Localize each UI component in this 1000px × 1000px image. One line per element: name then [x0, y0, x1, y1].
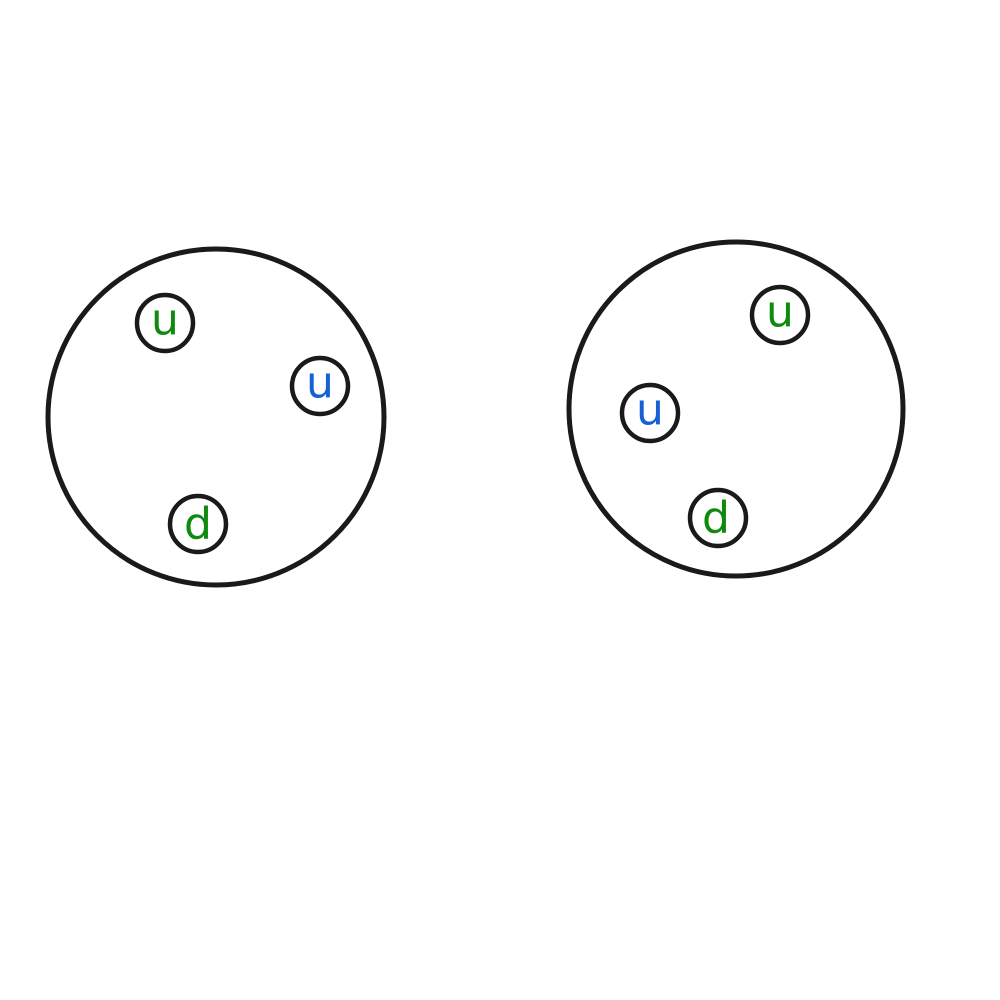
- quark-right-3-ring: [687, 487, 749, 549]
- particle-left-outline: [45, 246, 387, 588]
- quark-left-3-ring: [167, 493, 229, 555]
- quark-left-2: u: [289, 355, 351, 417]
- quark-right-1: u: [749, 284, 811, 346]
- quark-left-2-label: u: [306, 358, 334, 409]
- quark-left-1-ring: [134, 292, 196, 354]
- quark-left-3-label: d: [184, 499, 212, 550]
- quark-left-2-ring: [289, 355, 351, 417]
- particle-right-outline: [566, 239, 906, 579]
- quark-right-2-ring: [619, 382, 681, 444]
- quark-right-3-label: d: [702, 493, 730, 544]
- quark-left-1-label: u: [151, 295, 179, 346]
- quark-right-3: d: [687, 487, 749, 549]
- particle-right: u u d: [566, 239, 906, 579]
- quark-right-2: u: [619, 382, 681, 444]
- quark-right-2-label: u: [636, 385, 664, 436]
- quark-right-1-label: u: [766, 287, 794, 338]
- quark-left-1: u: [134, 292, 196, 354]
- quark-right-1-ring: [749, 284, 811, 346]
- quark-left-3: d: [167, 493, 229, 555]
- particle-left: u u d: [45, 246, 387, 588]
